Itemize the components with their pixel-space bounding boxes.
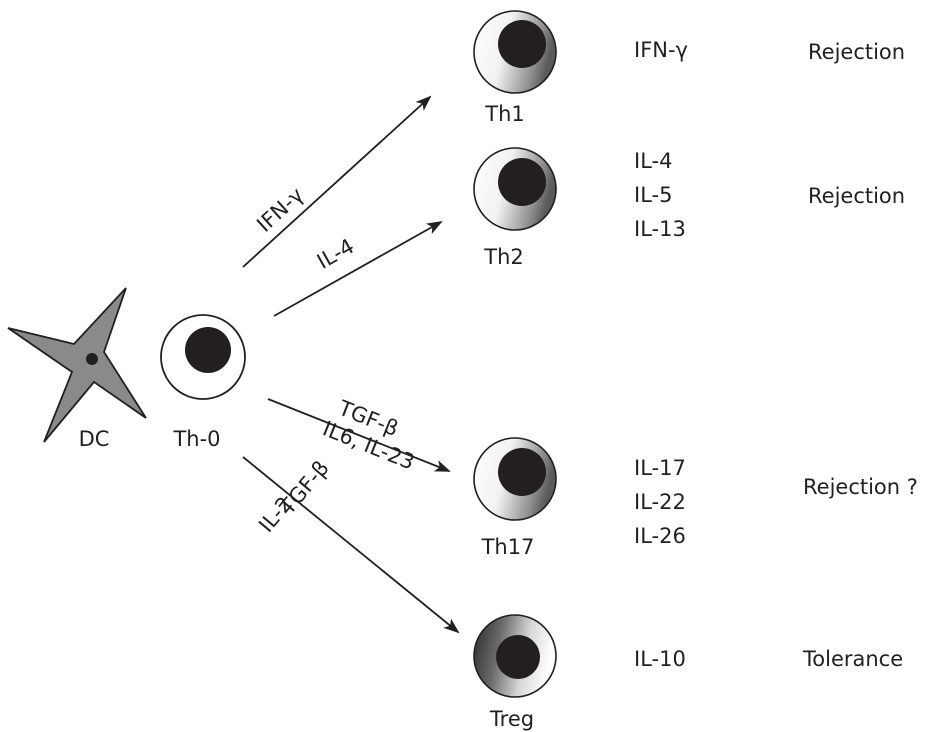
arrow-th0-to-th2 xyxy=(273,221,443,317)
outcome-th1: Rejection xyxy=(808,40,905,64)
cytokine-th1-0: IFN-γ xyxy=(634,38,688,62)
th2-label: Th2 xyxy=(483,245,524,269)
dendritic-cell-body xyxy=(7,287,147,443)
cytokine-th2-1: IL-5 xyxy=(634,183,672,207)
outcome-th17: Rejection ? xyxy=(803,475,918,499)
th17-cell xyxy=(473,437,557,521)
outcome-treg: Tolerance xyxy=(802,647,903,671)
th17-label: Th17 xyxy=(481,535,535,559)
dendritic-cell xyxy=(7,287,147,443)
th0-label: Th-0 xyxy=(172,427,220,451)
cytokine-th2-0: IL-4 xyxy=(634,149,672,173)
treg-cell xyxy=(473,614,557,698)
cytokine-treg-0: IL-10 xyxy=(634,647,686,671)
edge-label-ifng: IFN-γ xyxy=(252,183,308,237)
cytokine-th17-0: IL-17 xyxy=(634,456,686,480)
th2-cell xyxy=(473,147,557,231)
arrow-th0-to-treg xyxy=(242,456,460,634)
th1-label: Th1 xyxy=(484,102,525,126)
arrow-th0-to-th1 xyxy=(242,95,432,268)
arrow-th0-to-th17 xyxy=(267,398,451,472)
dc-label: DC xyxy=(79,427,110,451)
th0-cell xyxy=(160,314,246,400)
outcome-th2: Rejection xyxy=(808,184,905,208)
cytokine-th17-2: IL-26 xyxy=(634,524,686,548)
cytokine-th17-1: IL-22 xyxy=(634,490,686,514)
cytokine-th2-2: IL-13 xyxy=(634,217,686,241)
edge-label-il4: IL-4 xyxy=(313,234,358,274)
th1-cell xyxy=(473,10,557,94)
dendritic-cell-nucleus xyxy=(86,353,98,365)
treg-label: Treg xyxy=(489,707,534,731)
